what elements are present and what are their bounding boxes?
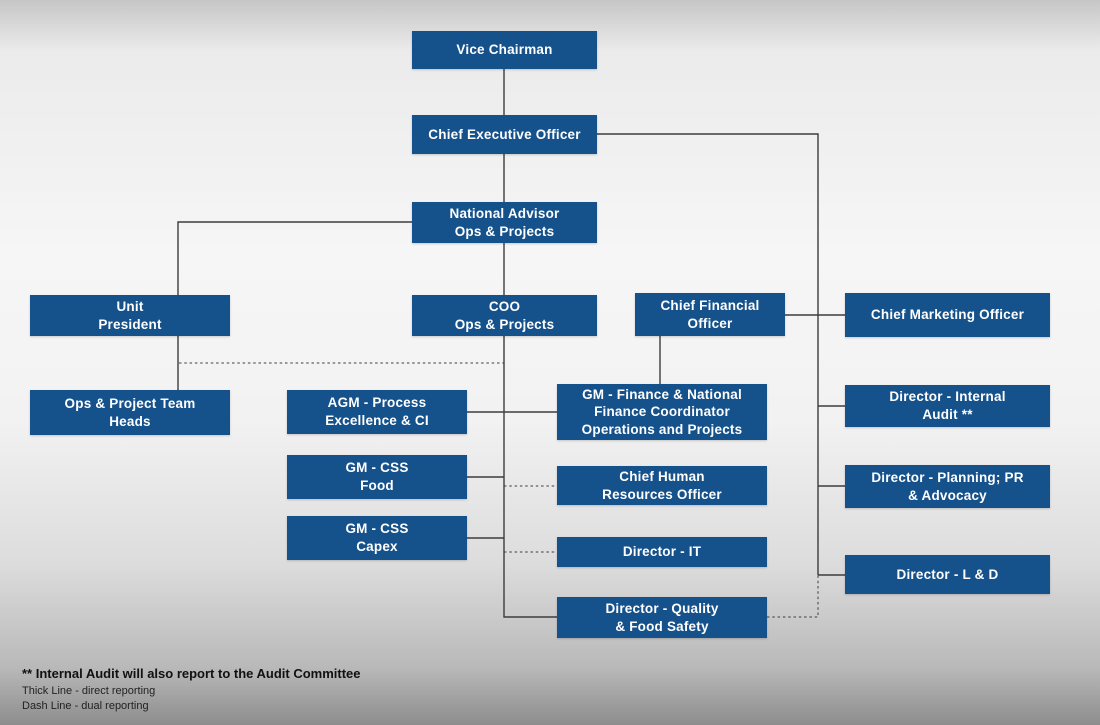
direct-reporting-line [503, 336, 557, 618]
org-node-label: COO [488, 298, 521, 314]
org-node-label: President [98, 316, 162, 332]
org-node-dir-ld: Director - L & D [845, 555, 1050, 594]
org-node-label: Director - Internal [889, 389, 1006, 405]
org-node-label: Food [360, 478, 394, 493]
org-node-label: Operations and Projects [581, 421, 743, 437]
org-node-label: & Advocacy [908, 487, 987, 503]
org-node-ceo: Chief Executive Officer [412, 115, 597, 154]
org-node-label: GM - CSS [345, 521, 409, 537]
org-node-label: GM - Finance & National [582, 386, 742, 402]
org-node-label: Vice Chairman [456, 42, 553, 58]
org-node-label: Resources Officer [602, 486, 722, 502]
org-node-label: Ops & Projects [454, 316, 555, 332]
org-node-label: Director - Planning; PR [871, 469, 1024, 485]
org-node-gm-css-food: GM - CSS Food [287, 455, 467, 499]
org-node-coo: COO Ops & Projects [412, 295, 597, 336]
org-node-label: AGM - Process [327, 395, 427, 411]
org-node-label: Heads [109, 413, 151, 429]
org-node-label: Audit ** [922, 407, 973, 422]
org-node-label: Unit [116, 298, 144, 314]
org-node-label: Officer [687, 315, 733, 331]
org-node-label: Director - IT [622, 544, 702, 560]
org-node-label: & Food Safety [615, 618, 709, 634]
org-node-dir-quality: Director - Quality & Food Safety [557, 597, 767, 638]
org-node-gm-css-capex: GM - CSS Capex [287, 516, 467, 560]
legend-dash-line: Dash Line - dual reporting [22, 700, 149, 712]
org-node-label: Chief Human [619, 468, 705, 484]
org-node-label: Director - Quality [605, 600, 719, 616]
legend: ** Internal Audit will also report to th… [22, 666, 361, 715]
org-node-label: Excellence & CI [325, 413, 429, 428]
dual-reporting-line [767, 575, 819, 618]
org-node-vice-chairman: Vice Chairman [412, 31, 597, 69]
org-node-label: Chief Executive Officer [428, 126, 581, 142]
org-node-label: Capex [356, 539, 398, 554]
org-node-label: Ops & Project Team [64, 395, 196, 411]
org-node-dir-planning-pr: Director - Planning; PR & Advocacy [845, 465, 1050, 508]
direct-reporting-line [177, 221, 412, 295]
org-node-label: National Advisor [449, 205, 560, 221]
org-node-dir-it: Director - IT [557, 537, 767, 567]
org-node-label: Ops & Projects [454, 223, 555, 239]
footnote-internal-audit: ** Internal Audit will also report to th… [22, 666, 361, 681]
org-node-label: Chief Marketing Officer [870, 307, 1025, 323]
direct-reporting-line [597, 133, 819, 575]
org-node-cmo: Chief Marketing Officer [845, 293, 1050, 337]
org-node-label: Chief Financial [660, 297, 760, 313]
org-node-label: GM - CSS [345, 460, 409, 476]
org-node-label: Finance Coordinator [594, 404, 730, 420]
org-node-label: Director - L & D [896, 566, 999, 582]
legend-thick-line: Thick Line - direct reporting [22, 685, 156, 697]
